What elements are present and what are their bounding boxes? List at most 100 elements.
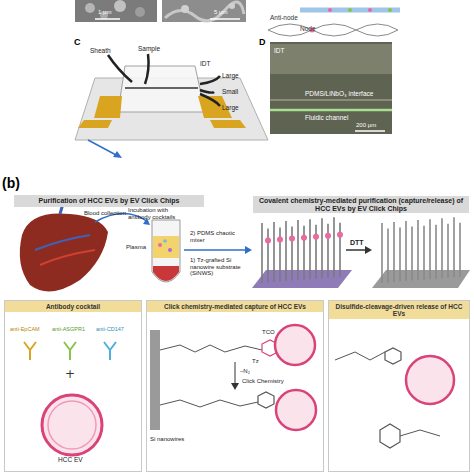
text-label: Si nanowires	[150, 436, 184, 443]
nanowire	[399, 228, 401, 282]
nanowire	[261, 223, 263, 283]
text-label: Fluidic channel	[305, 114, 348, 121]
ev-particle	[277, 237, 283, 243]
saw-device	[210, 120, 246, 128]
saw-device	[200, 94, 220, 106]
saw-device	[78, 120, 112, 128]
text-label: 5 µm	[214, 9, 227, 16]
step-panel: Disulfide-cleavage-driven release of HCC…	[328, 300, 470, 472]
standing-wave-sketch	[368, 8, 372, 12]
text-label: HCC EV	[58, 456, 83, 463]
nanowire-chip	[252, 217, 470, 288]
saw-device	[113, 151, 122, 158]
text-label: 1 µm	[98, 9, 111, 16]
click-capture-art	[160, 400, 258, 407]
nanowire-chip	[346, 249, 368, 251]
plasma-tube	[168, 248, 172, 252]
nanowire	[429, 219, 431, 279]
liver-illustration	[20, 213, 108, 291]
nanowire	[405, 221, 407, 281]
sem-image	[85, 3, 95, 13]
saw-device	[118, 66, 205, 112]
standing-wave-sketch	[268, 8, 400, 36]
text-label: anti-EpCAM	[10, 326, 40, 332]
sem-image	[114, 0, 126, 12]
ev-particle	[301, 235, 307, 241]
micrograph	[270, 44, 392, 74]
text-label: IDT	[200, 60, 210, 67]
nanowire	[393, 222, 395, 282]
micrograph	[355, 130, 385, 132]
saw-device	[145, 54, 149, 84]
nanowire	[309, 219, 311, 279]
antibody-cocktail-art	[48, 401, 96, 449]
text-label: C	[74, 38, 81, 48]
nanowire-chip	[252, 270, 352, 288]
text-label: 1) Tz-grafted Si nanowire substrate (SiN…	[190, 257, 250, 277]
text-label: anti-CD147	[96, 326, 124, 332]
liver-illustration	[35, 235, 90, 250]
standing-wave-sketch	[300, 8, 400, 13]
text-label: –N₂	[240, 368, 250, 375]
click-capture-art	[258, 392, 274, 408]
nanowire	[459, 223, 461, 277]
text-label: D	[259, 38, 266, 48]
plasma-tube	[152, 220, 252, 282]
saw-device	[88, 140, 118, 156]
saw-device	[200, 90, 214, 93]
click-capture-art	[231, 383, 239, 390]
micrograph	[270, 109, 392, 112]
text-label: Sheath	[90, 47, 111, 54]
text-label: Small	[222, 88, 238, 95]
click-capture-art	[235, 362, 236, 385]
panel-heading: Disulfide-cleavage-driven release of HCC…	[329, 301, 469, 319]
nanowire	[417, 220, 419, 280]
nanowire	[387, 229, 389, 283]
antibody-cocktail-art	[64, 342, 76, 360]
nanowire	[291, 227, 293, 281]
standing-wave-sketch	[388, 8, 392, 12]
text-label: TCO	[262, 329, 275, 336]
text-label: Blood collection	[84, 210, 126, 217]
saw-device	[75, 54, 268, 158]
sem-image	[210, 18, 240, 20]
ev-particle	[265, 238, 271, 244]
nanowire	[297, 220, 299, 280]
disulfide-release-art	[400, 430, 440, 436]
step-panel: Antibody cocktail	[4, 300, 142, 472]
nanowire	[267, 229, 269, 283]
text-label: anti-ASGPR1	[52, 326, 85, 332]
saw-device	[108, 55, 132, 82]
standing-wave-sketch	[268, 24, 398, 36]
sem-image	[229, 3, 235, 9]
nanowire	[315, 225, 317, 279]
plasma-tube	[245, 246, 252, 254]
nanowire	[321, 218, 323, 278]
antibody-cocktail-art	[42, 395, 102, 455]
nanowire-chip	[372, 270, 470, 288]
text-label: Anti-node	[270, 14, 298, 21]
panel-heading: Covalent chemistry-mediated purification…	[255, 197, 467, 212]
text-label: Incubation with antibody cocktails	[128, 207, 184, 220]
click-capture-art	[275, 325, 315, 365]
sem-image	[135, 7, 145, 17]
click-capture-art	[150, 330, 160, 430]
nanowire	[303, 226, 305, 280]
antibody-cocktail-art: +	[65, 367, 75, 381]
standing-wave-sketch	[268, 24, 398, 36]
micrograph	[270, 100, 392, 101]
nanowire	[411, 227, 413, 281]
click-capture-art	[276, 390, 316, 430]
panel-heading: Purification of HCC EVs by EV Click Chip…	[39, 197, 180, 204]
ev-particle	[289, 236, 295, 242]
nanowire	[327, 224, 329, 278]
text-label: PDMS/LiNbO₃ interface	[305, 90, 373, 97]
nanowire	[339, 223, 341, 277]
title-band: Purification of HCC EVs by EV Click Chip…	[14, 195, 204, 207]
nanowire	[381, 223, 383, 283]
plasma-tube	[158, 243, 162, 247]
panel-heading: Click chemistry-mediated capture of HCC …	[147, 301, 323, 312]
disulfide-release-art	[335, 348, 454, 448]
antibody-cocktail-art	[104, 342, 116, 360]
